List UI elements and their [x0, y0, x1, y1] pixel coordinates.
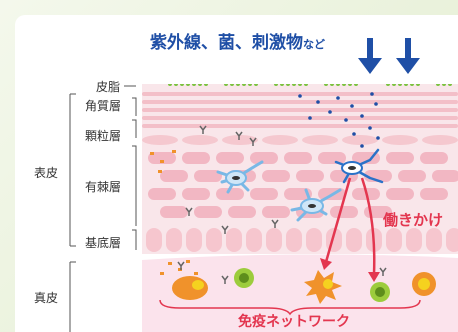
- label-stratum-basale: 基底層: [85, 236, 122, 250]
- label-sebum: 皮脂: [96, 80, 121, 94]
- langerhans-cell: [290, 188, 342, 222]
- label-stratum-corneum: 角質層: [85, 99, 122, 113]
- langerhans-cell: [334, 148, 384, 184]
- stratum-corneum: [142, 92, 458, 128]
- antibody-icon: [177, 125, 387, 284]
- orange-particles: [150, 150, 198, 275]
- immune-cell-nucleus: [418, 278, 430, 290]
- langerhans-cell: [216, 160, 264, 194]
- immune-network-brace: [159, 299, 421, 316]
- label-epidermis: 表皮: [34, 166, 59, 180]
- label-dermis: 真皮: [34, 291, 59, 305]
- immune-network-label: 免疫ネットワーク: [238, 314, 350, 330]
- activation-label: 働きかけ: [383, 211, 444, 229]
- down-arrow-icon: [396, 38, 420, 74]
- stratum-basale: [146, 228, 458, 252]
- label-stratum-spinosum: 有棘層: [85, 180, 122, 194]
- sebum-layer: [168, 84, 452, 86]
- stratum-granulosum: [142, 135, 458, 145]
- epidermis-region: [142, 84, 458, 254]
- layer-brackets: [69, 85, 137, 332]
- down-arrow-icon: [358, 38, 382, 74]
- activated-immune-cell: [304, 270, 342, 304]
- stimulus-particles: [298, 92, 380, 148]
- immune-cell-nucleus: [375, 287, 385, 297]
- label-stratum-granulosum: 顆粒層: [85, 129, 122, 143]
- immune-cell-nucleus: [323, 279, 333, 289]
- stratum-spinosum: [148, 152, 458, 218]
- immune-cell-nucleus: [192, 280, 204, 290]
- activation-arrow: [324, 177, 376, 275]
- stimulus-title: 紫外線、菌、刺激物など: [150, 33, 325, 53]
- immune-cell-nucleus: [239, 273, 249, 283]
- dermis-region: [142, 254, 458, 332]
